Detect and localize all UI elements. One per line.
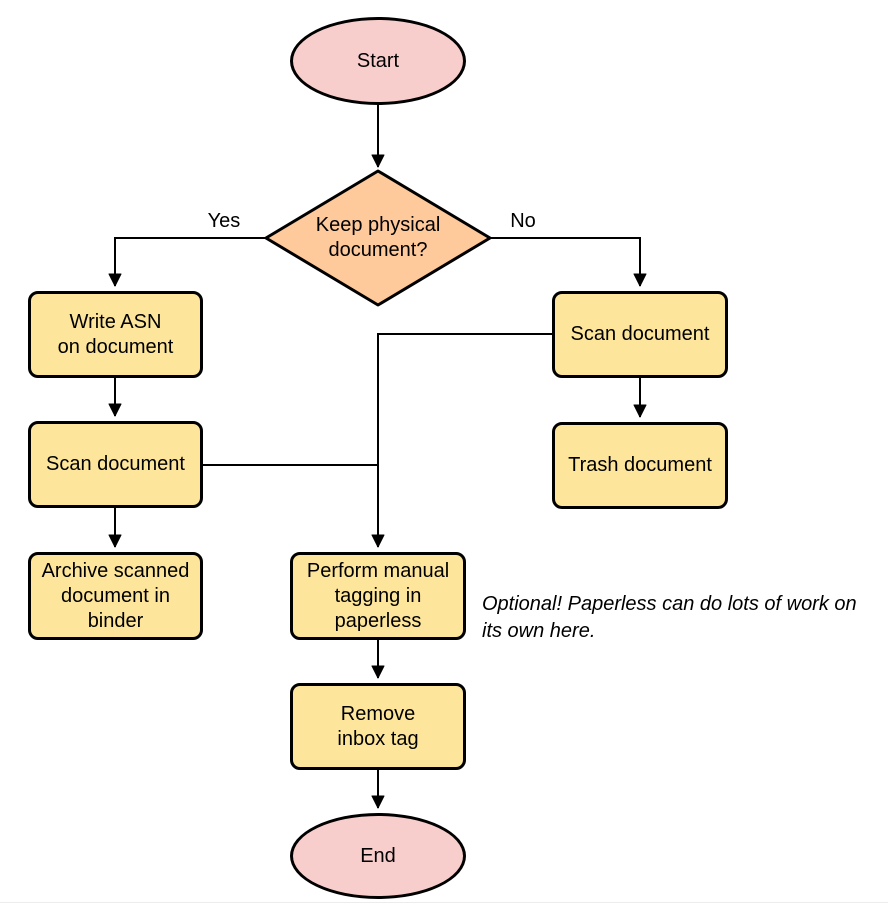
edge-decision-yes-to-write-asn xyxy=(108,237,266,287)
node-remove-inbox-tag-label: Remove inbox tag xyxy=(337,702,419,750)
annotation-note: Optional! Paperless can do lots of work … xyxy=(482,593,857,642)
node-end-label: End xyxy=(360,844,396,867)
node-end: End xyxy=(290,813,466,899)
node-trash-document: Trash document xyxy=(552,422,728,509)
node-archive-binder-label: Archive scanned document in binder xyxy=(41,559,190,632)
edge-scan-right-to-tagging xyxy=(371,333,552,548)
decision-diamond-shape xyxy=(264,169,492,307)
node-write-asn: Write ASN on document xyxy=(28,291,203,378)
bottom-divider xyxy=(0,902,888,903)
node-scan-document-right: Scan document xyxy=(552,291,728,378)
edge-decision-no-to-scan-right xyxy=(490,237,647,287)
node-archive-binder: Archive scanned document in binder xyxy=(28,552,203,640)
node-trash-document-label: Trash document xyxy=(568,454,712,476)
node-write-asn-label: Write ASN on document xyxy=(57,310,174,358)
node-scan-document-right-label: Scan document xyxy=(570,323,710,345)
node-scan-document-left-label: Scan document xyxy=(46,453,185,475)
node-start-label: Start xyxy=(356,49,400,72)
node-scan-document-left: Scan document xyxy=(28,421,203,508)
node-remove-inbox-tag: Remove inbox tag xyxy=(290,683,466,770)
node-manual-tagging: Perform manual tagging in paperless xyxy=(290,552,466,640)
edge-label-yes: Yes xyxy=(207,210,241,232)
node-decision: Keep physical document? xyxy=(296,211,460,265)
node-manual-tagging-label: Perform manual tagging in paperless xyxy=(306,559,450,632)
edge-label-no: No xyxy=(510,210,536,232)
node-start: Start xyxy=(290,17,466,105)
node-decision-label: Keep physical document? xyxy=(315,214,441,261)
